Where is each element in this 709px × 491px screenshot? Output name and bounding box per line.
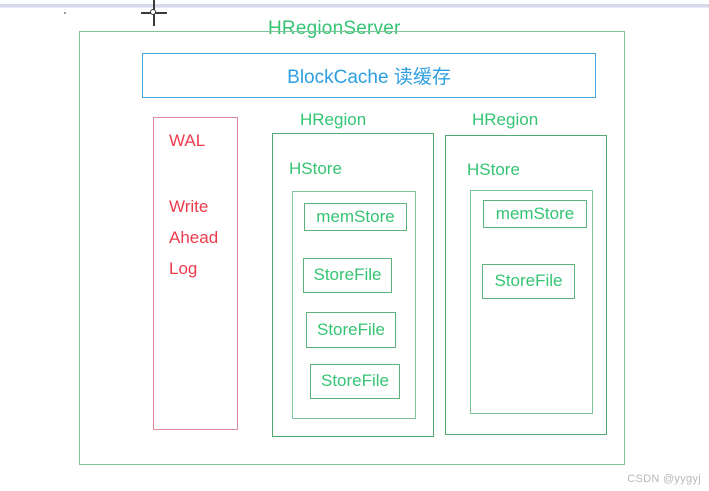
wal-line-ahead: Ahead (169, 228, 219, 247)
crosshair-cursor-icon (141, 0, 167, 26)
storefile-box-1-3: StoreFile (310, 364, 400, 399)
blockcache-label: BlockCache 读缓存 (287, 67, 451, 88)
memstore-label-2-0: memStore (495, 203, 575, 223)
wal-line-log: Log (169, 259, 198, 278)
page-title: HRegionServer (268, 18, 401, 39)
blockcache-box: BlockCache 读缓存 (142, 53, 596, 98)
hregionserver-container (79, 31, 625, 465)
storefile-box-1-2: StoreFile (306, 312, 396, 348)
hstore-box-2: memStore StoreFile (470, 190, 593, 414)
storefile-box-2-1: StoreFile (482, 264, 575, 299)
memstore-label-1-0: memStore (316, 206, 395, 226)
memstore-box-2-0: memStore (483, 200, 587, 228)
wal-box: WAL Write Ahead Log (153, 117, 238, 430)
wal-line-write: Write (169, 197, 209, 216)
storefile-label-1-1: StoreFile (313, 265, 382, 284)
dot-artifact (64, 12, 66, 14)
storefile-box-1-1: StoreFile (303, 258, 392, 293)
storefile-label-2-1: StoreFile (494, 271, 563, 290)
hstore-box-1: memStore StoreFile StoreFile StoreFile (292, 191, 416, 419)
hstore-label-2: HStore (467, 160, 520, 179)
wal-title: WAL (169, 131, 206, 150)
hregion-label-1: HRegion (300, 110, 367, 129)
hregion-label-2: HRegion (472, 110, 539, 129)
memstore-box-1-0: memStore (304, 203, 407, 231)
hregion-box-1: HStore memStore StoreFile StoreFile St (272, 133, 434, 437)
top-ruler-line (0, 4, 709, 7)
top-ruler-line-secondary (0, 7, 709, 8)
storefile-label-1-3: StoreFile (320, 371, 390, 390)
storefile-label-1-2: StoreFile (316, 319, 386, 339)
crosshair-center-ring (150, 9, 156, 15)
watermark: CSDN @yygyj (627, 473, 701, 485)
hregion-box-2: HStore memStore StoreFile (445, 135, 607, 435)
hstore-label-1: HStore (289, 159, 342, 178)
